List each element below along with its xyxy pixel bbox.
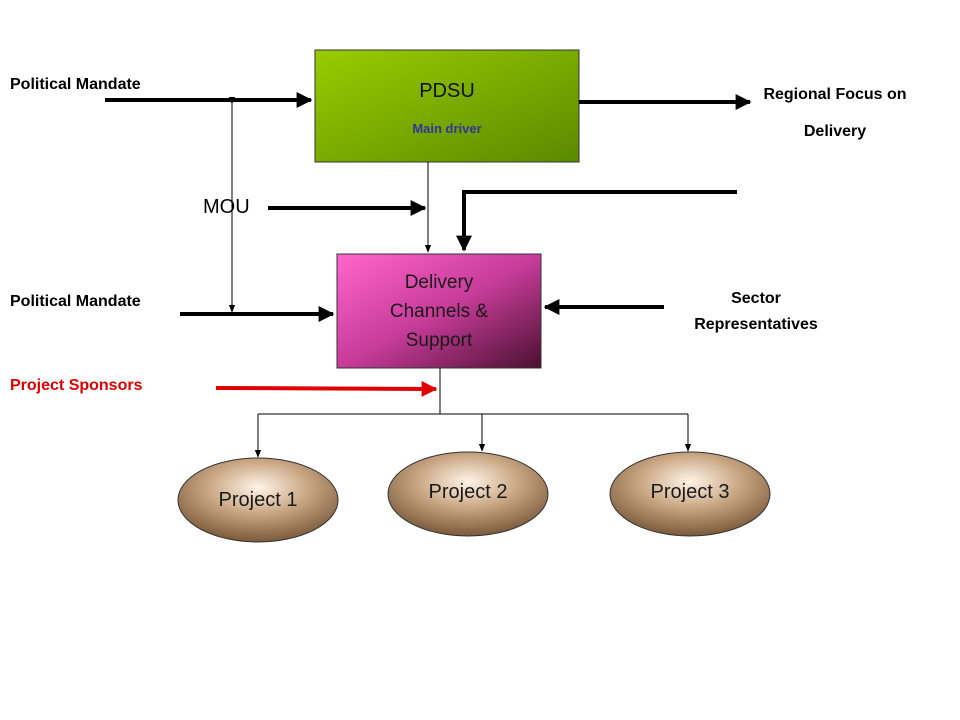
arrow-sponsors [215, 380, 438, 397]
sector-representatives-label: Sector Representatives [656, 286, 856, 338]
delivery-label: Delivery Channels & Support [337, 268, 541, 355]
pdsu-subtitle: Main driver [412, 121, 482, 136]
pdsu-box [314, 49, 580, 163]
project1-ellipse [177, 457, 339, 543]
sector-line1: Sector [731, 290, 781, 307]
project2-ellipse [387, 451, 549, 537]
arrow-right-feed [456, 190, 737, 252]
project3-ellipse [609, 451, 771, 537]
regional-focus-line2: Delivery [803, 123, 867, 140]
project3-label: Project 3 [650, 481, 730, 503]
delivery-line1: Delivery [404, 272, 474, 293]
project1-label: Project 1 [218, 489, 298, 511]
mou-label: MOU [203, 196, 250, 218]
political-mandate-top-label: Political Mandate [10, 76, 141, 93]
delivery-line2: Channels & [389, 301, 489, 322]
pdsu-title: PDSU [419, 80, 475, 102]
project2-label: Project 2 [428, 481, 508, 503]
sector-line2: Representatives [694, 316, 818, 333]
regional-focus-label: Regional Focus on Delivery [735, 76, 935, 150]
regional-focus-line1: Regional Focus on [763, 86, 907, 103]
political-mandate-bottom-label: Political Mandate [10, 293, 141, 310]
delivery-box [336, 253, 542, 369]
delivery-line3: Support [405, 330, 473, 351]
project-sponsors-label: Project Sponsors [10, 377, 143, 394]
